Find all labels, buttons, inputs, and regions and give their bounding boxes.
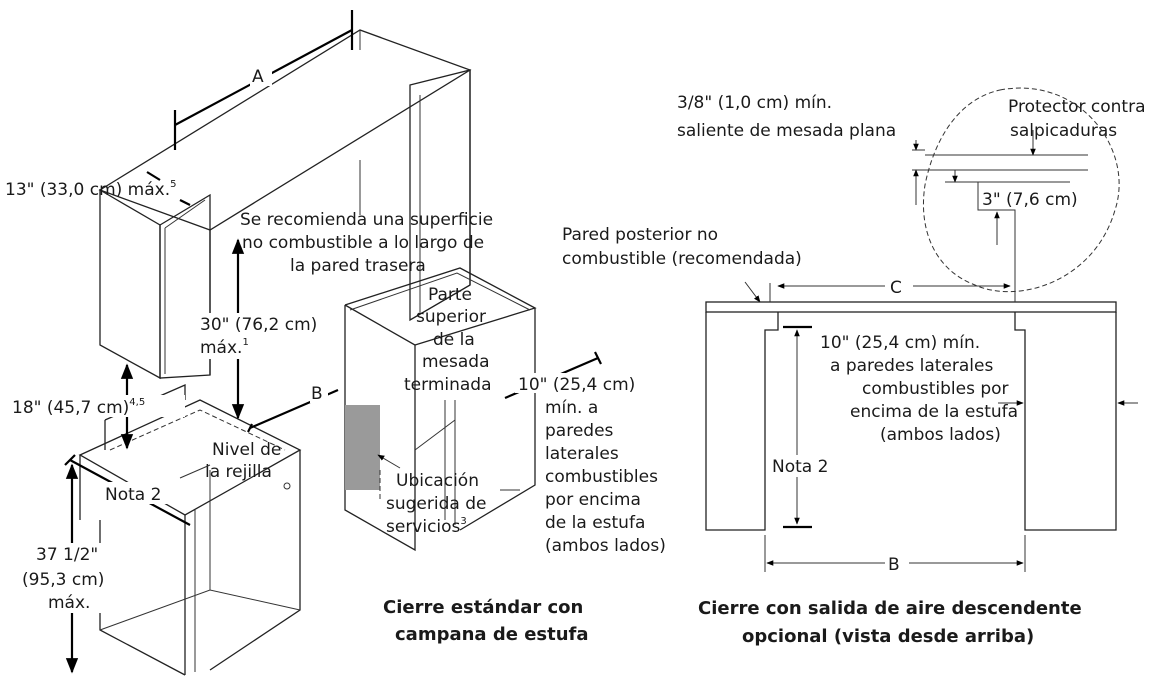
dimension-30-max: 30" (76,2 cm) máx.1 (197, 238, 327, 420)
util-line-3: servicios3 (386, 516, 467, 537)
counter-line-1: Parte (428, 285, 472, 305)
side-clearance-left: 10" (25,4 cm) mín. a paredes laterales c… (504, 351, 677, 556)
splash-guard-note: Protector contra salpicaduras (1008, 97, 1146, 141)
right-side-line-3: combustibles por (862, 379, 1009, 399)
counter-line-3: de la (433, 330, 475, 350)
utility-location: Ubicación sugerida de servicios3 (377, 454, 486, 537)
note-2-left: Nota 2 (64, 454, 191, 526)
rear-wall-note: Pared posterior no combustible (recomend… (562, 225, 802, 303)
countertop-label: Parte superior de la mesada terminada (404, 285, 492, 395)
side-line-7: de la estufa (545, 513, 645, 533)
top-view-layout (705, 283, 1117, 531)
label-note-2-left: Nota 2 (105, 485, 161, 505)
surface-line-3: la pared trasera (290, 256, 426, 276)
caption-left-line-2: campana de estufa (395, 624, 589, 645)
note-2-right: Nota 2 (770, 325, 834, 529)
side-line-8: (ambos lados) (545, 536, 666, 556)
counter-cabinet (344, 267, 537, 552)
side-line-1: 10" (25,4 cm) (518, 375, 635, 395)
splash-line-2: salpicaduras (1010, 121, 1117, 141)
rear-line-2: combustible (recomendada) (562, 249, 802, 269)
dimension-b-left: B (247, 381, 339, 433)
right-side-line-4: encima de la estufa (850, 402, 1018, 422)
label-c: C (890, 278, 902, 298)
grate-level: Nivel de la rejilla (179, 440, 281, 482)
grate-line-2: la rejilla (205, 462, 272, 482)
label-37-line-2: (95,3 cm) (22, 570, 104, 590)
dimension-b-right: B (764, 535, 1026, 575)
side-line-6: por encima (545, 490, 641, 510)
right-side-clearance: 10" (25,4 cm) mín. a paredes laterales c… (820, 333, 1138, 445)
label-b-right: B (888, 555, 900, 575)
rear-line-1: Pared posterior no (562, 225, 718, 245)
util-line-2: sugerida de (386, 494, 486, 514)
surface-line-1: Se recomienda una superficie (240, 210, 493, 230)
caption-left: Cierre estándar con campana de estufa (383, 597, 589, 645)
side-line-4: laterales (545, 444, 619, 464)
counter-line-5: terminada (404, 375, 492, 395)
util-line-1: Ubicación (396, 471, 479, 491)
label-18: 18" (45,7 cm)4,5 (12, 397, 145, 418)
label-13-max: 13" (33,0 cm) máx.5 (5, 179, 177, 200)
counter-line-4: mesada (422, 352, 490, 372)
caption-left-line-1: Cierre estándar con (383, 597, 583, 618)
flat-line-1: 3/8" (1,0 cm) mín. (677, 93, 832, 113)
dimension-13-max: 13" (33,0 cm) máx.5 (5, 171, 191, 206)
detail-callout: 3" (7,6 cm) (912, 87, 1120, 293)
dimension-18: 18" (45,7 cm)4,5 (10, 363, 185, 450)
caption-right-line-1: Cierre con salida de aire descendente (698, 598, 1082, 619)
surface-line-2: no combustible a lo largo de (242, 233, 484, 253)
right-side-line-1: 10" (25,4 cm) mín. (820, 333, 980, 353)
flat-line-2: saliente de mesada plana (677, 121, 896, 141)
range-left (78, 384, 302, 676)
right-side-line-2: a paredes laterales (830, 356, 993, 376)
dimension-c: C (777, 275, 1011, 298)
dimension-a: A (173, 10, 354, 150)
label-note-2-right: Nota 2 (772, 457, 828, 477)
caption-right: Cierre con salida de aire descendente op… (698, 598, 1082, 647)
upper-cabinet-left (98, 29, 472, 380)
side-line-2: mín. a (545, 398, 598, 418)
counter-line-2: superior (416, 307, 486, 327)
label-30-line-2: máx.1 (200, 337, 249, 358)
label-a: A (252, 67, 264, 87)
side-line-5: combustibles (545, 467, 658, 487)
right-side-line-5: (ambos lados) (880, 425, 1001, 445)
dimension-37-half: 37 1/2" (95,3 cm) máx. (22, 463, 120, 674)
label-b-left: B (311, 384, 323, 404)
side-line-3: paredes (545, 421, 614, 441)
label-37-line-3: máx. (48, 593, 90, 613)
label-30-line-1: 30" (76,2 cm) (200, 315, 317, 335)
flat-overhang-note: 3/8" (1,0 cm) mín. saliente de mesada pl… (677, 93, 896, 141)
label-37-line-1: 37 1/2" (36, 545, 98, 565)
splash-line-1: Protector contra (1008, 97, 1146, 117)
label-3-inch: 3" (7,6 cm) (982, 190, 1078, 210)
caption-right-line-2: opcional (vista desde arriba) (742, 626, 1034, 647)
utility-location-block (345, 405, 380, 490)
grate-line-1: Nivel de (212, 440, 281, 460)
surface-note: Se recomienda una superficie no combusti… (240, 210, 493, 276)
